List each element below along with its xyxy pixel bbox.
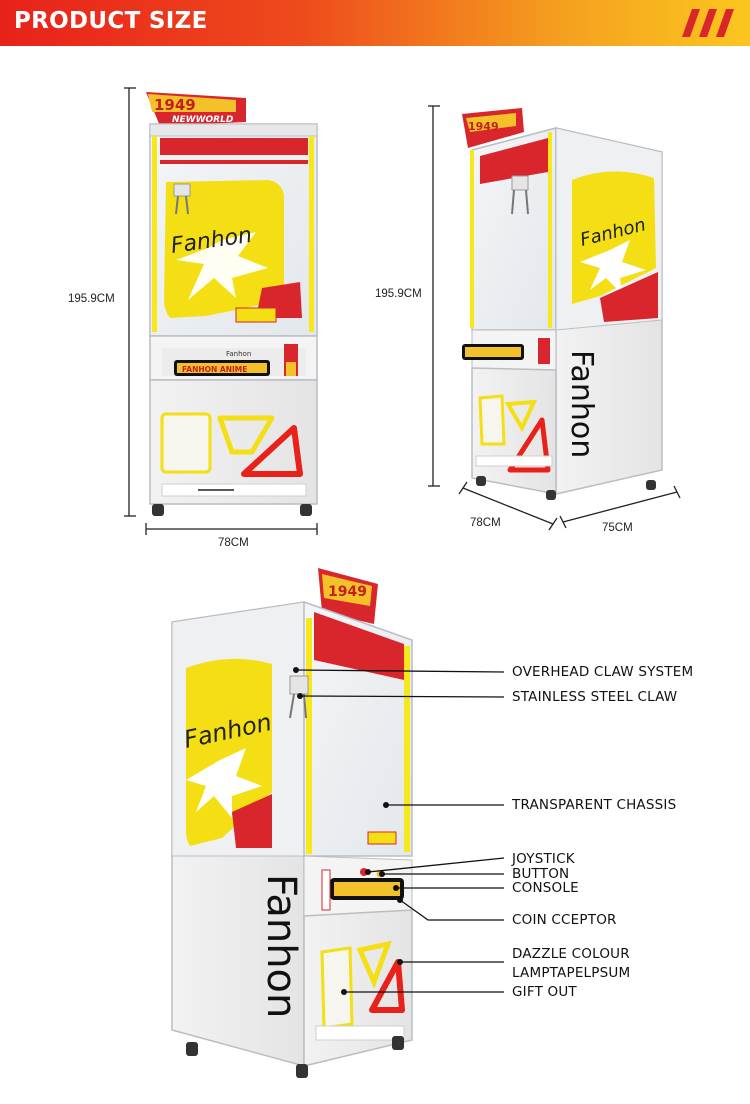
- front-width-label: 78CM: [218, 537, 249, 549]
- callout-joystick: JOYSTICK: [512, 851, 575, 867]
- callout-button: BUTTON: [512, 866, 570, 882]
- callout-gift-out: GIFT OUT: [512, 984, 577, 1000]
- side-width-dimension: [559, 485, 681, 529]
- callout-leader-lines: [295, 669, 505, 993]
- front-console-label: FANHON ANIME: [182, 365, 247, 374]
- side-depth-dimension: [458, 481, 558, 531]
- side-sign-year: 1949: [468, 120, 499, 133]
- detail-view-machine: 1949 Fanhon Fanhon: [171, 568, 505, 1078]
- callout-console: CONSOLE: [512, 880, 579, 896]
- front-brand-small: Fanhon: [226, 350, 251, 358]
- front-sign-name: NEWWORLD: [172, 115, 234, 125]
- front-height-dimension: [124, 87, 136, 517]
- side-view-machine: 1949 Fanhon Fanhon: [428, 105, 681, 531]
- front-width-dimension: [145, 523, 318, 535]
- callout-dazzle-colour: DAZZLE COLOUR: [512, 946, 630, 962]
- front-view-machine: 1949 NEWWORLD Fanhon FANHON ANIME Fanhon: [124, 87, 318, 535]
- side-height-dimension: [428, 105, 440, 487]
- page-title: PRODUCT SIZE: [14, 8, 208, 34]
- callout-transparent-chassis: TRANSPARENT CHASSIS: [512, 797, 677, 813]
- side-height-label: 195.9CM: [375, 288, 422, 300]
- callout-dots: [293, 667, 403, 995]
- side-vertical-logo: Fanhon: [564, 350, 599, 458]
- detail-vertical-logo: Fanhon: [258, 874, 304, 1018]
- callout-lamptape: LAMPTAPELPSUM: [512, 965, 631, 981]
- side-depth-label: 78CM: [470, 517, 501, 529]
- header-banner: PRODUCT SIZE: [0, 0, 750, 46]
- side-width-label: 75CM: [602, 522, 633, 534]
- front-height-label: 195.9CM: [68, 293, 115, 305]
- front-sign-year: 1949: [154, 96, 196, 114]
- detail-sign-year: 1949: [328, 584, 367, 600]
- callout-coin-acceptor: COIN CCEPTOR: [512, 912, 617, 928]
- callout-overhead-claw: OVERHEAD CLAW SYSTEM: [512, 664, 694, 680]
- callout-stainless-claw: STAINLESS STEEL CLAW: [512, 689, 678, 705]
- brand-slashes-icon: [682, 9, 734, 37]
